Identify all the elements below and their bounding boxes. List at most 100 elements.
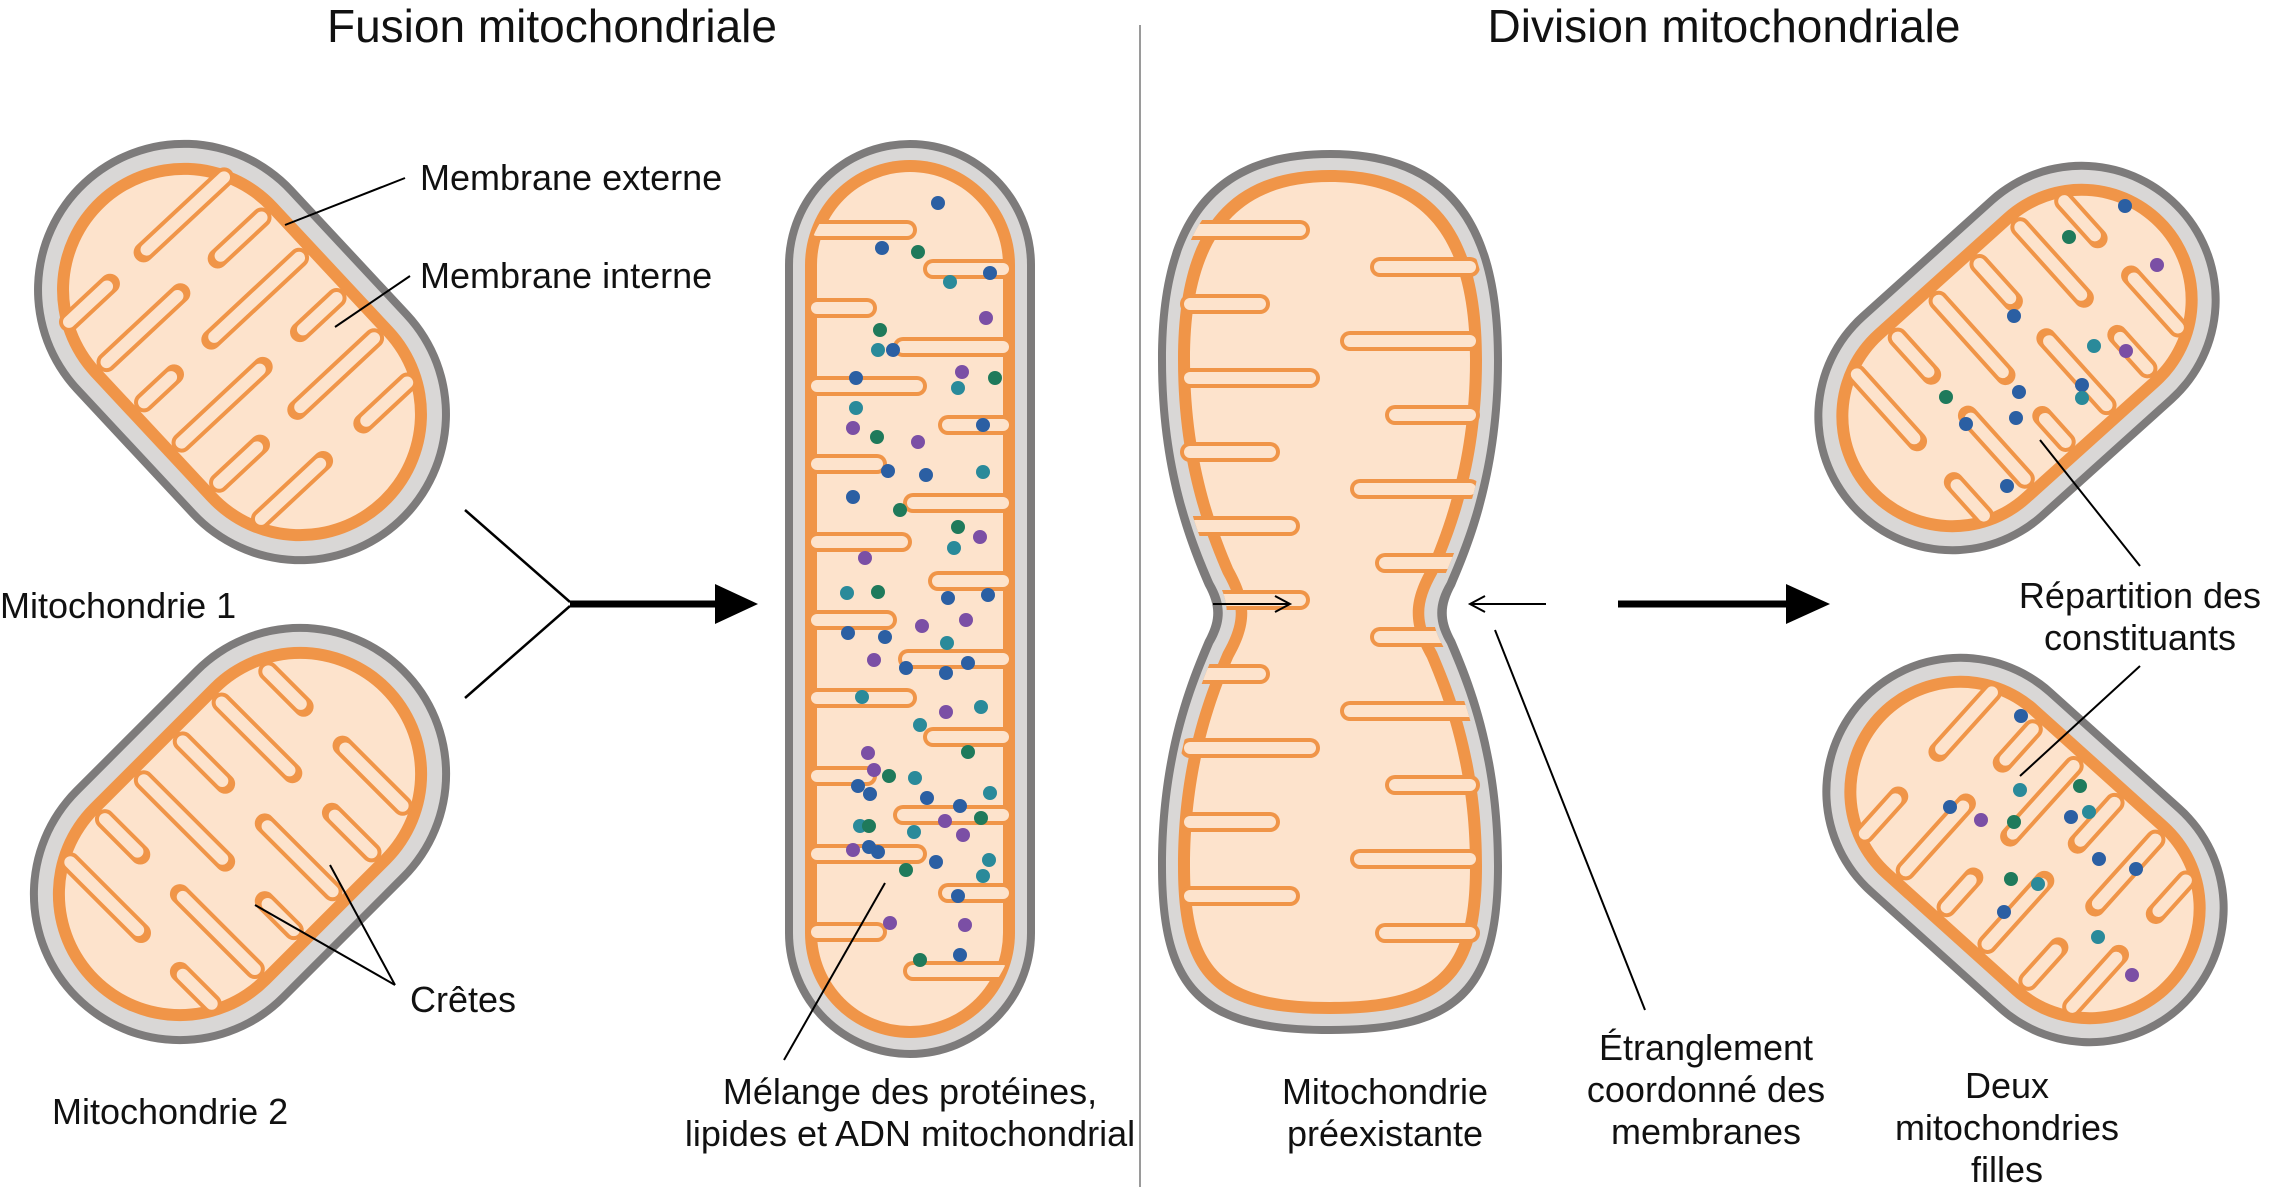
particle [929, 855, 943, 869]
particle [938, 814, 952, 828]
particle [2000, 479, 2014, 493]
particle [983, 266, 997, 280]
particle [2119, 344, 2133, 358]
fusion-arrow [464, 509, 758, 699]
particle [870, 430, 884, 444]
particle [841, 626, 855, 640]
mixing-label-line1: Mélange des protéines, [723, 1071, 1097, 1112]
division-title: Division mitochondriale [1488, 0, 1961, 52]
mitochondrion-2 [29, 623, 451, 1045]
particle [878, 630, 892, 644]
particle [983, 786, 997, 800]
particle [915, 619, 929, 633]
particle [2129, 862, 2143, 876]
particle [974, 700, 988, 714]
particle [931, 196, 945, 210]
particle [974, 811, 988, 825]
particle [855, 690, 869, 704]
leader-lines [254, 177, 2141, 1061]
particle [1939, 390, 1953, 404]
particle [920, 791, 934, 805]
particle [947, 541, 961, 555]
inner-membrane-label: Membrane interne [420, 255, 712, 296]
distribution-label-line2: constituants [2044, 617, 2236, 658]
particle [2012, 385, 2026, 399]
particle [899, 661, 913, 675]
particle [943, 275, 957, 289]
cristae-label: Crêtes [410, 979, 516, 1020]
particle [951, 889, 965, 903]
daughter-mitochondrion-2 [1822, 653, 2228, 1047]
particle [849, 401, 863, 415]
particle [846, 490, 860, 504]
particle [1974, 813, 1988, 827]
particle [973, 530, 987, 544]
particle [908, 771, 922, 785]
preexisting-mitochondrion [1158, 150, 1502, 1034]
particle [893, 503, 907, 517]
distribution-label-line1: Répartition des [2019, 575, 2261, 616]
particle [2007, 815, 2021, 829]
particle [840, 586, 854, 600]
particle [846, 421, 860, 435]
particle [849, 371, 863, 385]
constriction-label-line1: Étranglement [1599, 1027, 1813, 1068]
particle [2014, 709, 2028, 723]
particle [941, 591, 955, 605]
particle [871, 343, 885, 357]
particle [2009, 411, 2023, 425]
particle [911, 245, 925, 259]
particle [1959, 417, 1973, 431]
particle [2013, 783, 2027, 797]
particle [875, 241, 889, 255]
particle [882, 769, 896, 783]
constriction-label-line3: membranes [1611, 1111, 1801, 1152]
particle [951, 520, 965, 534]
particle [961, 745, 975, 759]
particle [1997, 905, 2011, 919]
particle [961, 656, 975, 670]
particle [956, 828, 970, 842]
outer-membrane-label: Membrane externe [420, 157, 722, 198]
particle [958, 918, 972, 932]
particle [940, 636, 954, 650]
particle [939, 705, 953, 719]
fused-mitochondrion [785, 140, 1035, 1058]
particle [2125, 968, 2139, 982]
particle [988, 371, 1002, 385]
mitochondrion-1-label: Mitochondrie 1 [0, 585, 236, 626]
particle [846, 843, 860, 857]
division-arrow [1618, 584, 1830, 624]
particle [851, 779, 865, 793]
mitochondrion-2-label: Mitochondrie 2 [52, 1091, 288, 1132]
particle [886, 343, 900, 357]
particle [862, 819, 876, 833]
preexisting-label-line1: Mitochondrie [1282, 1071, 1488, 1112]
particle [2031, 877, 2045, 891]
daughters-label-line3: filles [1971, 1149, 2043, 1187]
particle [953, 799, 967, 813]
particle [1943, 800, 1957, 814]
particle [2118, 199, 2132, 213]
particle [913, 718, 927, 732]
daughters-label-line1: Deux [1965, 1065, 2049, 1106]
particle [976, 869, 990, 883]
particle [2082, 805, 2096, 819]
particle [2007, 309, 2021, 323]
mitochondrion-1 [34, 139, 450, 565]
particle [2092, 852, 2106, 866]
particle [976, 465, 990, 479]
particle [955, 365, 969, 379]
particle [899, 863, 913, 877]
particle [2091, 930, 2105, 944]
particle [951, 381, 965, 395]
particle [982, 853, 996, 867]
particle [2087, 339, 2101, 353]
particle [883, 916, 897, 930]
particle [867, 763, 881, 777]
particle [858, 551, 872, 565]
particle [907, 825, 921, 839]
particle [867, 653, 881, 667]
